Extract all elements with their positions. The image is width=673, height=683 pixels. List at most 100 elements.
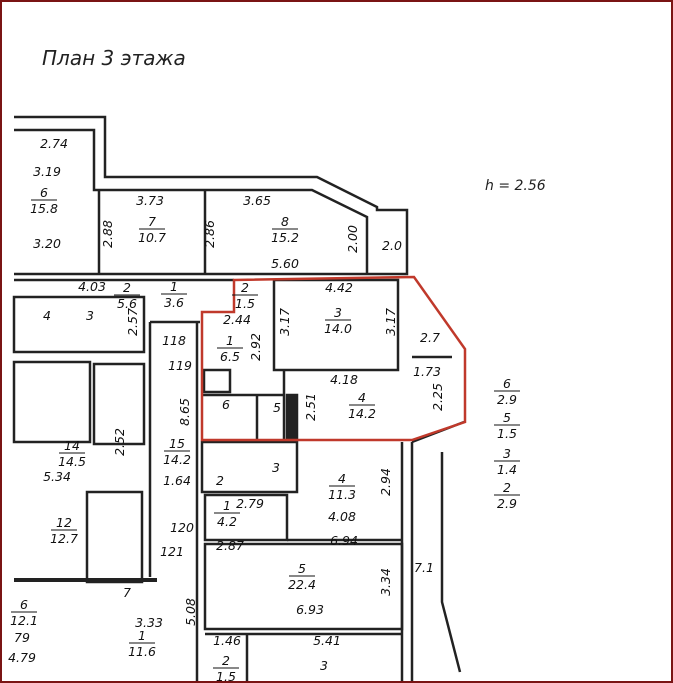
room-area: 11.6 (128, 644, 156, 659)
dimension-label: 3.19 (33, 164, 61, 179)
room-number: 2 (241, 280, 249, 295)
room-area: 14.0 (324, 321, 352, 336)
dimension-label: 5.60 (271, 256, 299, 271)
dimension-label: 121 (160, 544, 184, 559)
dimension-label: 2.25 (430, 383, 445, 411)
dimension-label: 2.74 (40, 136, 68, 151)
dimension-label: 1.73 (413, 364, 441, 379)
dimension-label: 1.64 (163, 473, 191, 488)
dimension-label: 2.88 (100, 220, 115, 248)
room-area: 1.5 (235, 296, 255, 311)
dimension-label: 4 (43, 308, 51, 323)
dimension-label: 3.33 (135, 615, 163, 630)
room-labels: 615.8710.7815.225.613.621.5314.016.5414.… (10, 185, 520, 681)
dimension-label: 2.86 (202, 220, 217, 248)
room-area: 15.2 (271, 230, 299, 245)
room-area: 10.7 (138, 230, 166, 245)
room-area: 22.4 (288, 577, 316, 592)
dimension-label: 3 (86, 308, 94, 323)
dimension-label: 2.00 (345, 225, 360, 253)
room-area: 4.2 (217, 514, 237, 529)
room-number: 7 (148, 214, 156, 229)
room-area: 2.9 (497, 392, 517, 407)
room-number: 8 (281, 214, 289, 229)
dimension-label: 2.52 (112, 428, 127, 456)
room-area: 14.2 (163, 452, 191, 467)
dimension-label: 4.03 (78, 279, 106, 294)
dimension-label: 2.57 (125, 308, 140, 336)
dimension-label: 5.08 (183, 598, 198, 626)
dimension-label: 2.87 (216, 538, 244, 553)
dimension-label: 6 (222, 397, 230, 412)
dimension-label: 2.79 (236, 496, 264, 511)
room-number: 4 (338, 471, 346, 486)
room-number: 2 (222, 653, 230, 668)
dimension-label: 3.17 (383, 308, 398, 336)
dimension-label: 4.42 (325, 280, 353, 295)
dimension-label: 7 (123, 585, 131, 600)
dimension-label: 5.34 (43, 469, 71, 484)
dimension-label: 2 (216, 473, 224, 488)
plan-title: План 3 этажа (42, 46, 186, 70)
room-area: 1.5 (216, 669, 236, 681)
dimension-label: 8.65 (177, 398, 192, 426)
dimension-label: 119 (168, 358, 192, 373)
room-number: 1 (226, 333, 234, 348)
dimension-label: 2.51 (303, 393, 318, 421)
dimension-label: 3.34 (378, 568, 393, 596)
room-number: 3 (503, 446, 511, 461)
room-number: 1 (138, 628, 146, 643)
room-area: 12.1 (10, 613, 38, 628)
dimension-label: 5 (273, 400, 281, 415)
dimension-label: 2.0 (382, 238, 402, 253)
room-number: 2 (123, 280, 131, 295)
dimension-label: 5.41 (313, 633, 341, 648)
room-area: 14.5 (58, 454, 86, 469)
dimension-label: 120 (170, 520, 194, 535)
room-number: 2 (503, 480, 511, 495)
room-area: 1.4 (497, 462, 517, 477)
dimension-label: 6.93 (296, 602, 324, 617)
dimension-label: 2.7 (420, 330, 440, 345)
room-area: 12.7 (50, 531, 78, 546)
dimension-label: 4.08 (328, 509, 356, 524)
room-area: 1.5 (497, 426, 517, 441)
room-number: 3 (334, 305, 342, 320)
room-number: 15 (169, 436, 185, 451)
dimension-label: 1.46 (213, 633, 241, 648)
dimension-label: 3 (272, 460, 280, 475)
dimension-label: 2.94 (378, 468, 393, 496)
dimension-label: 3.73 (136, 193, 164, 208)
room-area: 6.5 (220, 349, 240, 364)
dimension-label: 4.79 (8, 650, 36, 665)
room-area: 14.2 (348, 406, 376, 421)
dimension-label: 79 (14, 630, 30, 645)
room-number: 6 (20, 597, 28, 612)
room-number: 12 (56, 515, 72, 530)
room-number: 6 (503, 376, 511, 391)
room-number: 6 (40, 185, 48, 200)
room-area: 2.9 (497, 496, 517, 511)
room-number: 1 (223, 498, 231, 513)
dimension-label: 118 (162, 333, 186, 348)
room-number: 4 (358, 390, 366, 405)
room-number: 5 (298, 561, 306, 576)
room-number: 14 (64, 438, 80, 453)
walls (12, 115, 465, 681)
dimension-label: 2.44 (223, 312, 251, 327)
room-area: 5.6 (117, 296, 137, 311)
room-number: 5 (503, 410, 511, 425)
ceiling-height: h = 2.56 (485, 178, 546, 194)
dimension-label: 6.94 (330, 533, 358, 548)
room-area: 3.6 (164, 295, 184, 310)
dimension-label: 3.17 (277, 308, 292, 336)
room-number: 1 (170, 279, 178, 294)
dimension-label: 3.20 (33, 236, 61, 251)
highlighted-apartment-outline (200, 275, 467, 442)
dimension-label: 2.92 (248, 333, 263, 361)
dimension-label: 7.1 (414, 560, 434, 575)
room-area: 15.8 (30, 201, 58, 216)
